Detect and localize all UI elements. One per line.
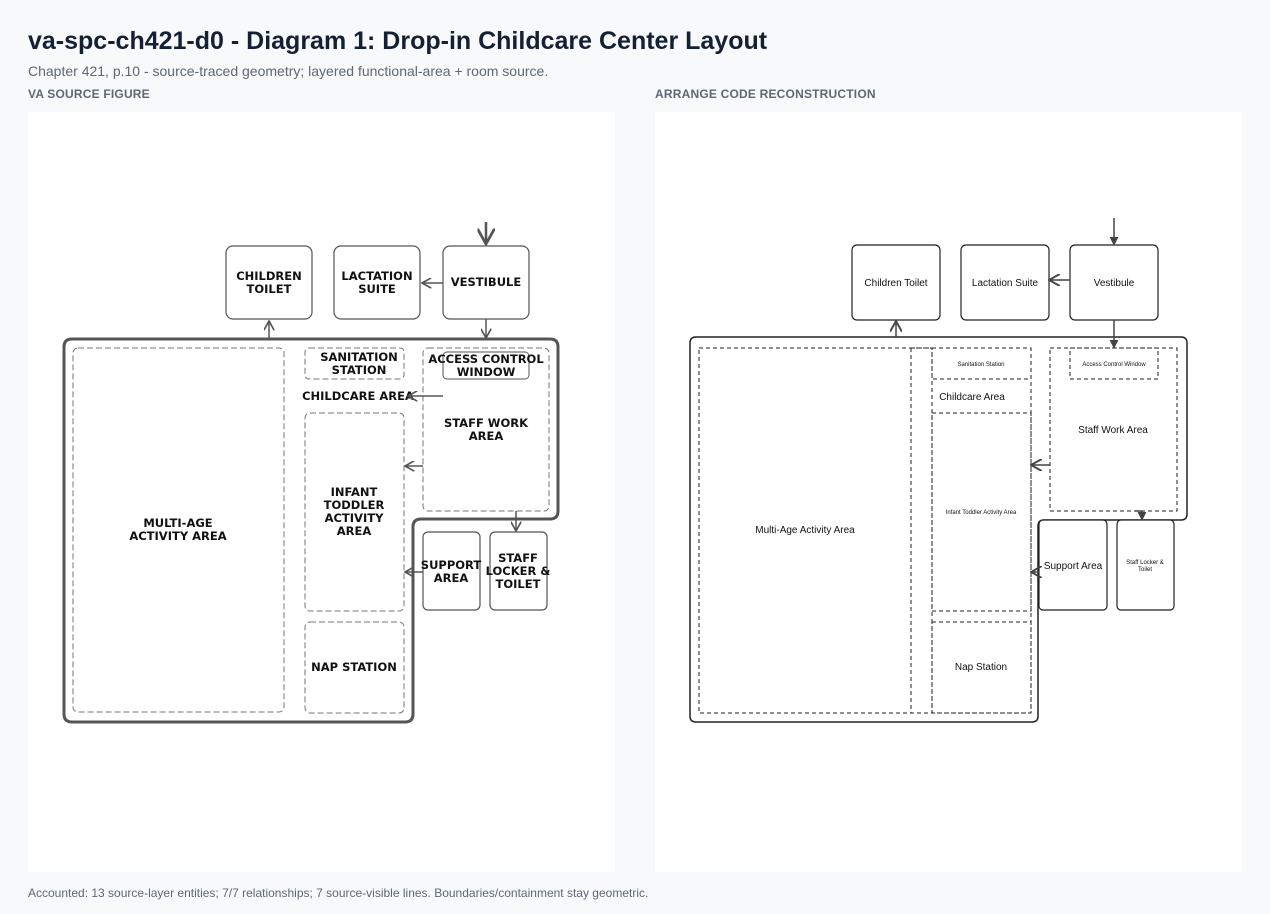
svg-text:VESTIBULE: VESTIBULE [451,275,522,289]
source-relationship-arrows [269,222,516,572]
svg-text:CHILDREN: CHILDREN [236,269,302,283]
svg-text:AREA: AREA [469,429,504,443]
svg-text:MULTI-AGE: MULTI-AGE [143,516,212,530]
childcare-boundary [689,336,1188,723]
vestibule-room: Vestibule [1069,244,1159,321]
svg-text:TOILET: TOILET [496,577,541,591]
staff-locker-toilet-room: Staff Locker & Toilet [1116,519,1175,611]
accounting-footer: Accounted: 13 source-layer entities; 7/7… [28,886,649,900]
lactation-suite-room: Lactation Suite [960,244,1050,321]
svg-text:WINDOW: WINDOW [457,365,516,379]
svg-text:LACTATION: LACTATION [341,269,412,283]
source-panel-label: VA SOURCE FIGURE [28,87,150,101]
svg-text:Staff Locker &: Staff Locker & [1126,560,1164,566]
childcare-boundary [62,337,560,724]
svg-text:STAFF: STAFF [498,551,538,565]
svg-text:Access Control Window: Access Control Window [1082,362,1146,368]
vestibule-room: VESTIBULE [442,245,530,320]
svg-text:SUITE: SUITE [358,282,396,296]
childcare-area-label: CHILDCARE AREA [302,389,414,403]
svg-text:Lactation Suite: Lactation Suite [972,278,1039,289]
access-control-window: Access Control Window [1069,347,1159,380]
infant-toddler-activity-area: INFANT TODDLER ACTIVITY AREA [304,412,405,612]
infant-toddler-activity-area: Infant Toddler Activity Area [931,412,1032,612]
childcare-area-label: Childcare Area [939,392,1005,403]
svg-text:Toilet: Toilet [1138,567,1152,573]
page-subtitle: Chapter 421, p.10 - source-traced geomet… [28,63,549,79]
nap-station: Nap Station [931,621,1032,714]
staff-locker-toilet-room: STAFF LOCKER & TOILET [486,531,551,611]
sanitation-station: Sanitation Station [931,347,1032,380]
svg-text:INFANT: INFANT [331,485,378,499]
multi-age-activity-area: MULTI-AGE ACTIVITY AREA [72,347,285,713]
support-area-room: Support Area [1038,519,1108,611]
source-diagram: CHILDREN TOILET LACTATION SUITE VESTIBUL… [62,222,560,724]
page-title: va-spc-ch421-d0 - Diagram 1: Drop-in Chi… [28,27,768,55]
children-toilet-room: CHILDREN TOILET [225,245,313,320]
access-control-window: ACCESS CONTROL WINDOW [428,351,544,380]
svg-text:SANITATION: SANITATION [320,350,398,364]
svg-text:SUPPORT: SUPPORT [421,558,482,572]
reconstruction-panel: Children Toilet Lactation Suite Vestibul… [655,112,1242,872]
source-figure-panel: CHILDREN TOILET LACTATION SUITE VESTIBUL… [28,112,615,872]
nap-station: NAP STATION [304,621,405,714]
lactation-suite-room: LACTATION SUITE [333,245,421,320]
svg-text:Sanitation Station: Sanitation Station [957,362,1004,368]
svg-text:ACTIVITY AREA: ACTIVITY AREA [129,529,226,543]
svg-text:Support Area: Support Area [1044,561,1103,572]
reconstruction-relationship-arrows [896,218,1147,572]
sanitation-station: SANITATION STATION [304,347,405,380]
multi-age-activity-area: Multi-Age Activity Area [698,347,933,714]
svg-text:ACCESS CONTROL: ACCESS CONTROL [428,352,544,366]
reconstruction-diagram: Children Toilet Lactation Suite Vestibul… [689,218,1188,723]
svg-text:NAP STATION: NAP STATION [311,660,397,674]
svg-text:Vestibule: Vestibule [1094,278,1135,289]
children-toilet-room: Children Toilet [851,244,941,321]
svg-text:STAFF WORK: STAFF WORK [444,416,529,430]
svg-text:STATION: STATION [332,363,387,377]
staff-work-area: STAFF WORK AREA [422,347,550,512]
svg-text:ACTIVITY: ACTIVITY [325,511,384,525]
svg-text:Infant Toddler Activity Area: Infant Toddler Activity Area [946,510,1017,516]
support-area-room: SUPPORT AREA [421,531,482,611]
svg-text:AREA: AREA [337,524,372,538]
svg-text:Children Toilet: Children Toilet [864,278,927,289]
svg-text:Multi-Age Activity Area: Multi-Age Activity Area [755,525,855,536]
svg-text:TODDLER: TODDLER [324,498,385,512]
reconstruction-panel-label: ARRANGE CODE RECONSTRUCTION [655,87,876,101]
svg-text:Staff Work Area: Staff Work Area [1078,425,1148,436]
svg-text:AREA: AREA [434,571,469,585]
svg-text:LOCKER &: LOCKER & [486,564,551,578]
svg-text:Nap Station: Nap Station [955,662,1007,673]
svg-text:TOILET: TOILET [247,282,292,296]
